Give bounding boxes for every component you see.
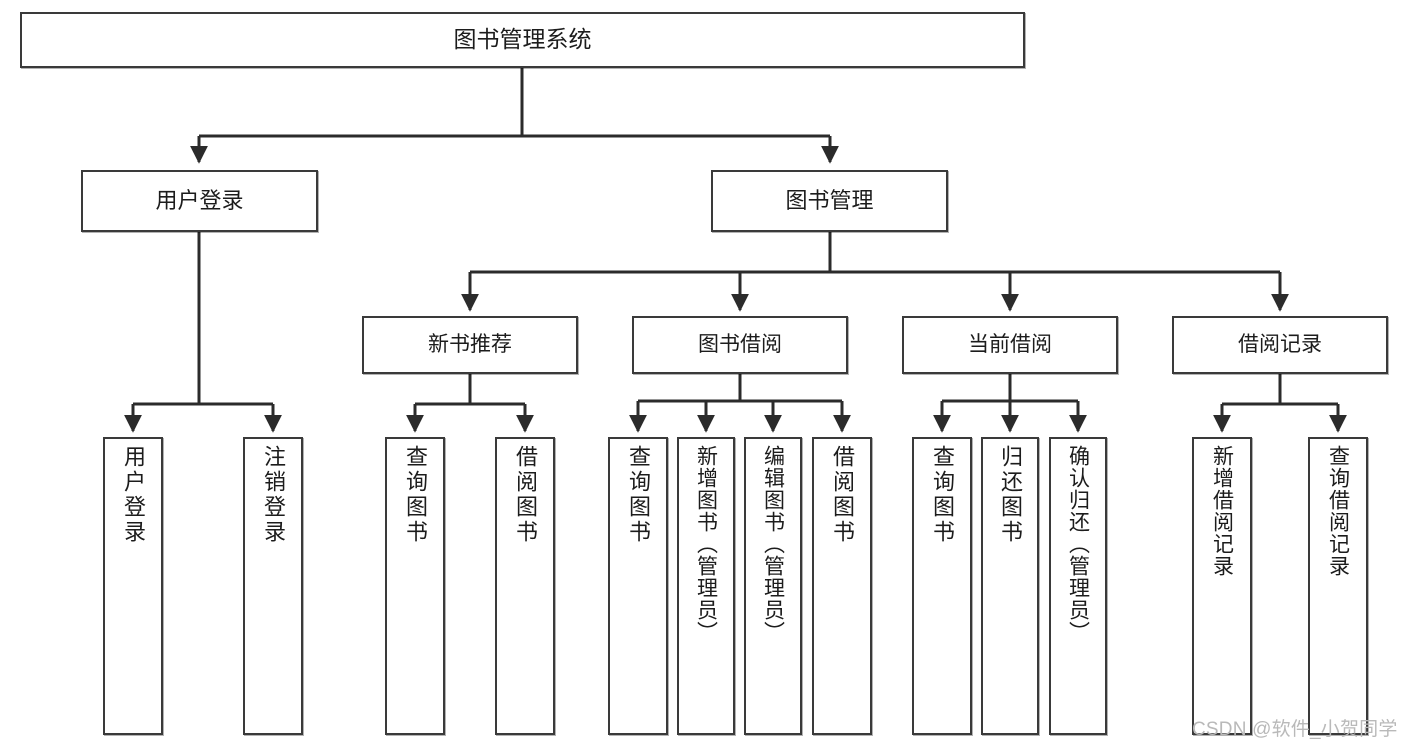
node-label: 归还图书 (998, 445, 1023, 545)
csdn-watermark: CSDN @软件_小贺同学 (1192, 719, 1398, 740)
node-label: 查询图书 (626, 445, 651, 545)
node-leaf-query-book-2[interactable]: 查询图书 (608, 437, 668, 735)
node-label: 借阅记录 (1238, 333, 1322, 357)
node-label: 新增图书（管理员） (694, 445, 718, 643)
node-leaf-borrow-book-2[interactable]: 借阅图书 (812, 437, 872, 735)
node-leaf-return-book[interactable]: 归还图书 (981, 437, 1039, 735)
node-label: 借阅图书 (513, 445, 538, 545)
node-label: 图书借阅 (698, 333, 782, 357)
node-leaf-add-record[interactable]: 新增借阅记录 (1192, 437, 1252, 735)
node-leaf-user-login[interactable]: 用户登录 (103, 437, 163, 735)
node-label: 新增借阅记录 (1210, 445, 1234, 577)
node-book-manage[interactable]: 图书管理 (711, 170, 948, 232)
node-label: 图书管理 (785, 187, 874, 213)
node-book-borrow[interactable]: 图书借阅 (632, 316, 848, 374)
node-label: 用户登录 (155, 187, 244, 213)
node-leaf-borrow-book-1[interactable]: 借阅图书 (495, 437, 555, 735)
node-label: 图书管理系统 (453, 26, 592, 53)
node-borrow-record[interactable]: 借阅记录 (1172, 316, 1388, 374)
node-label: 查询图书 (930, 445, 955, 545)
node-label: 编辑图书（管理员） (761, 445, 785, 643)
node-leaf-edit-book[interactable]: 编辑图书（管理员） (744, 437, 802, 735)
node-new-book-recommend[interactable]: 新书推荐 (362, 316, 578, 374)
node-label: 注销登录 (261, 445, 286, 545)
node-leaf-add-book[interactable]: 新增图书（管理员） (677, 437, 735, 735)
node-label: 确认归还（管理员） (1066, 445, 1090, 643)
node-label: 查询图书 (403, 445, 428, 545)
node-leaf-query-book-1[interactable]: 查询图书 (385, 437, 445, 735)
node-user-login[interactable]: 用户登录 (81, 170, 318, 232)
node-label: 用户登录 (121, 445, 146, 545)
node-leaf-query-record[interactable]: 查询借阅记录 (1308, 437, 1368, 735)
node-label: 查询借阅记录 (1326, 445, 1350, 577)
node-leaf-logout-login[interactable]: 注销登录 (243, 437, 303, 735)
node-label: 新书推荐 (428, 333, 512, 357)
node-leaf-query-book-3[interactable]: 查询图书 (912, 437, 972, 735)
node-label: 当前借阅 (968, 333, 1052, 357)
node-label: 借阅图书 (830, 445, 855, 545)
node-current-borrow[interactable]: 当前借阅 (902, 316, 1118, 374)
node-leaf-confirm-return[interactable]: 确认归还（管理员） (1049, 437, 1107, 735)
node-root-system[interactable]: 图书管理系统 (20, 12, 1025, 68)
